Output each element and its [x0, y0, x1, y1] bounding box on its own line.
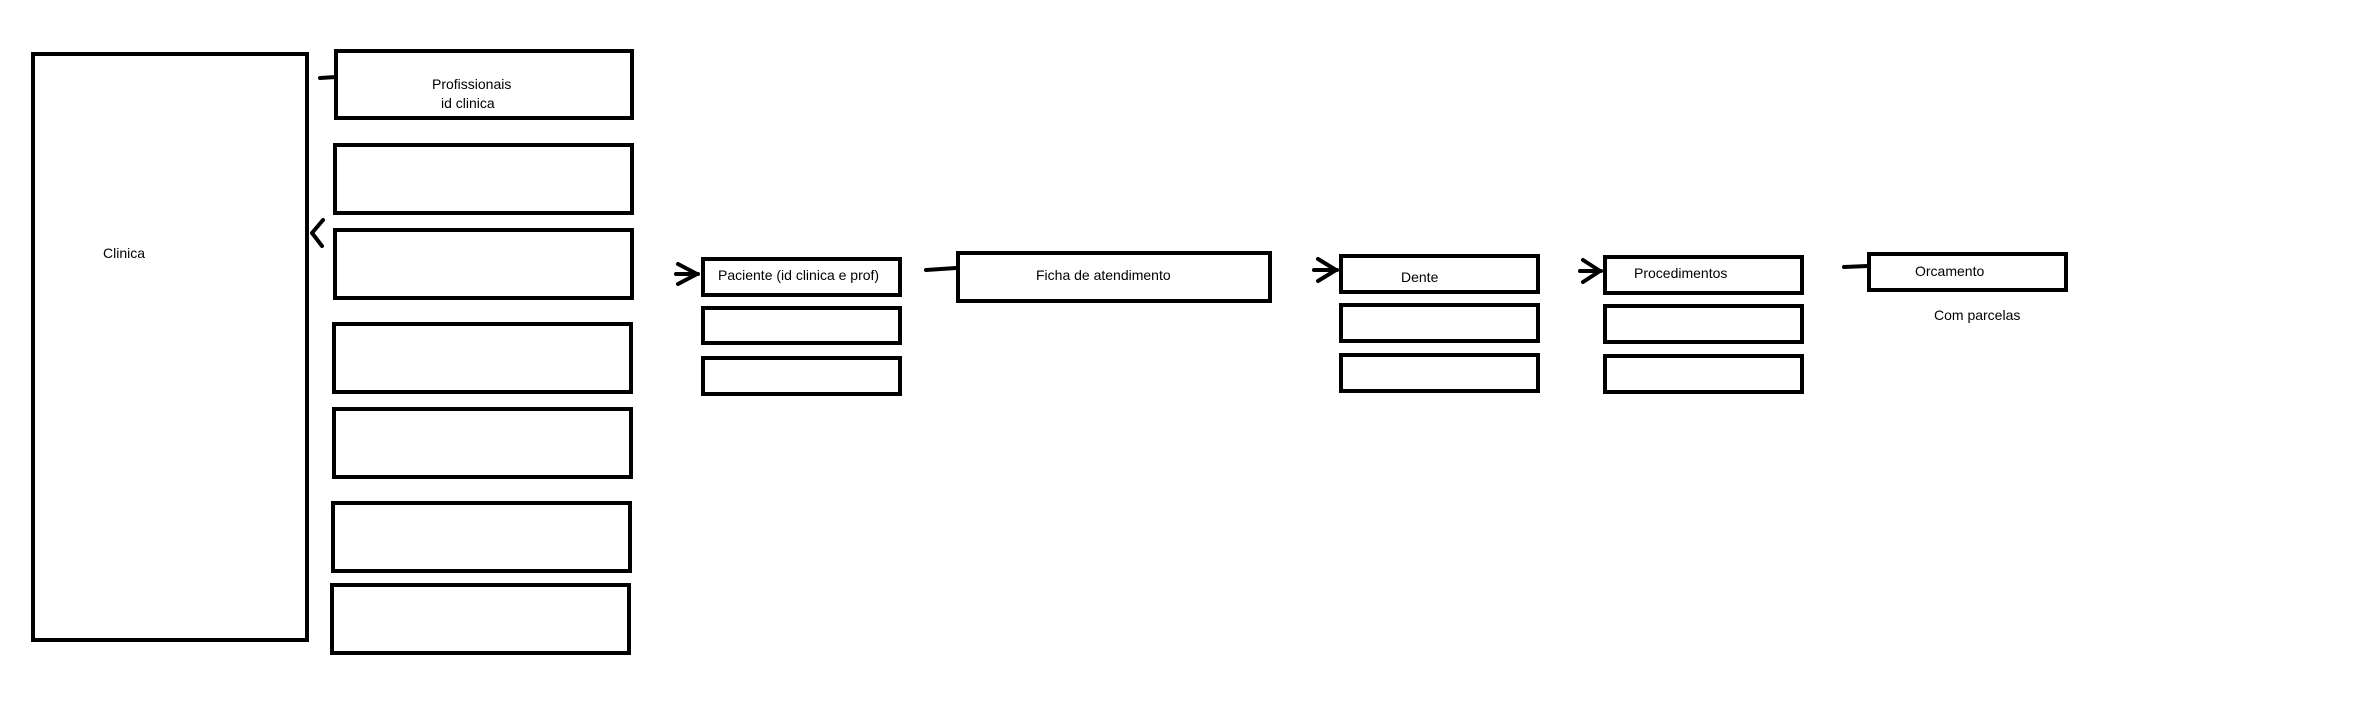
- clinic-entity-box-3: [333, 228, 634, 300]
- paciente-box: [701, 257, 902, 297]
- clinic-entity-box-5: [332, 407, 633, 479]
- procedimentos-box: [1603, 255, 1804, 295]
- profissionais-box: [334, 49, 634, 120]
- arrow-to-clinica-icon: [310, 218, 325, 248]
- procedimentos-box-3: [1603, 354, 1804, 394]
- clinic-entity-box-4: [332, 322, 633, 394]
- clinic-entity-box-7: [330, 583, 631, 655]
- orcamento-label: Orcamento: [1915, 263, 1985, 279]
- paciente-box-2: [701, 306, 902, 345]
- procedimentos-box-2: [1603, 304, 1804, 344]
- paciente-label: Paciente (id clinica e prof): [718, 267, 880, 283]
- procedimentos-label: Procedimentos: [1634, 265, 1728, 281]
- ficha-box: [956, 251, 1272, 303]
- clinic-entity-box-6: [331, 501, 632, 573]
- clinic-entity-box-2: [333, 143, 634, 215]
- ficha-connector: [924, 266, 958, 272]
- dente-box: [1339, 254, 1540, 294]
- com-parcelas-label: Com parcelas: [1934, 307, 2021, 323]
- orcamento-box: [1867, 252, 2068, 292]
- clinica-box: [31, 52, 309, 642]
- profissionais-label: Profissionais: [432, 76, 512, 92]
- profissionais-connector: [318, 75, 338, 80]
- dente-box-3: [1339, 353, 1540, 393]
- dente-label: Dente: [1401, 269, 1439, 285]
- paciente-box-3: [701, 356, 902, 396]
- ficha-label: Ficha de atendimento: [1036, 267, 1171, 283]
- clinica-label: Clinica: [103, 245, 146, 261]
- dente-box-2: [1339, 303, 1540, 343]
- orcamento-connector: [1842, 264, 1870, 269]
- profissionais-id-label: id clinica: [441, 95, 495, 111]
